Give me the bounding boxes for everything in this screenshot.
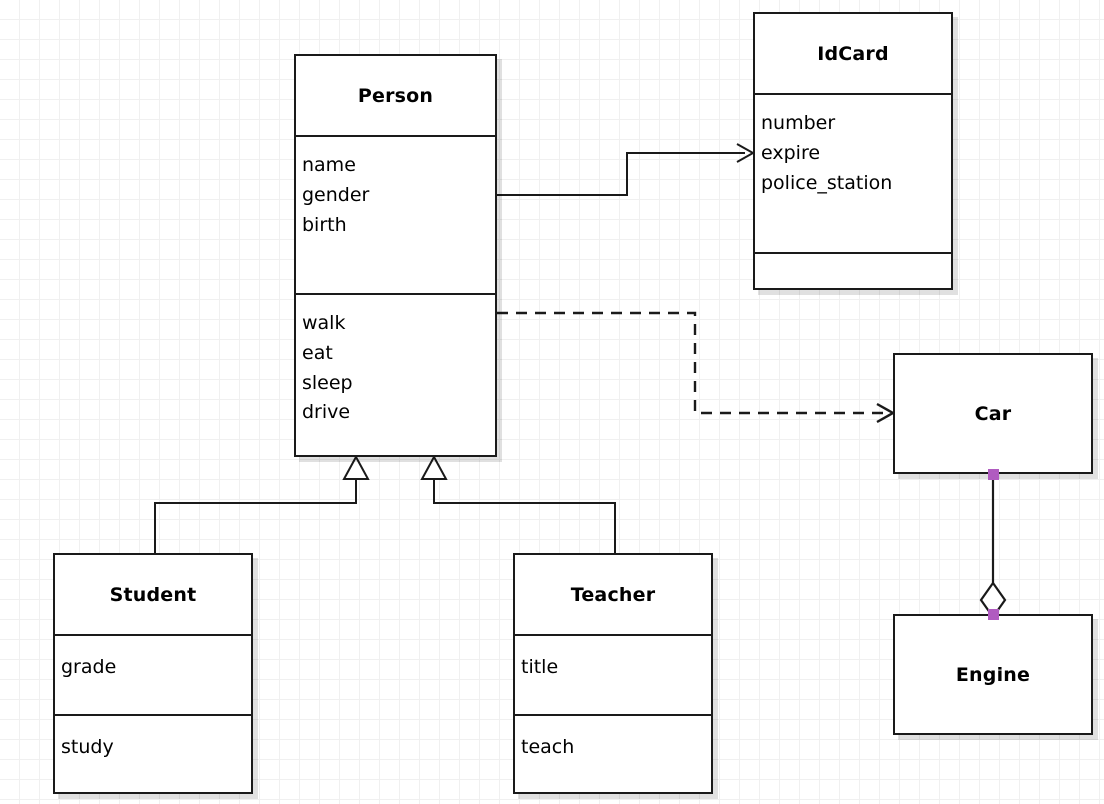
class-name-engine: Engine bbox=[955, 663, 1031, 686]
class-name-compartment-engine: Engine bbox=[895, 616, 1091, 733]
attribute-row: title bbox=[521, 656, 559, 678]
edge-teacher-person-generalization[interactable] bbox=[420, 454, 616, 553]
class-box-person[interactable]: Person name gender birth walk eat sleep … bbox=[294, 54, 497, 457]
attribute-row: police_station bbox=[761, 171, 893, 194]
attribute-row: gender bbox=[302, 183, 370, 206]
class-name-teacher: Teacher bbox=[570, 583, 656, 606]
operation-row: drive bbox=[302, 401, 351, 424]
attribute-row: number bbox=[761, 112, 836, 134]
attributes-compartment-idcard: number expire police_station bbox=[755, 93, 951, 252]
attribute-row: birth bbox=[302, 213, 347, 236]
attributes-compartment-student: grade bbox=[55, 634, 251, 714]
class-name-person: Person bbox=[357, 84, 434, 107]
edge-person-idcard-association[interactable] bbox=[497, 143, 756, 196]
operation-row: study bbox=[61, 736, 114, 758]
operations-compartment-idcard bbox=[755, 252, 951, 288]
operation-row: eat bbox=[302, 341, 333, 364]
operations-compartment-student: study bbox=[55, 714, 251, 792]
class-name-compartment-teacher: Teacher bbox=[515, 555, 711, 634]
attributes-compartment-teacher: title bbox=[515, 634, 711, 714]
class-name-compartment-idcard: IdCard bbox=[755, 14, 951, 93]
operations-compartment-person: walk eat sleep drive bbox=[296, 293, 495, 455]
operation-row: teach bbox=[521, 736, 575, 758]
class-box-teacher[interactable]: Teacher title teach bbox=[513, 553, 713, 794]
class-box-car[interactable]: Car bbox=[893, 353, 1093, 474]
edge-car-engine-aggregation[interactable] bbox=[979, 474, 1007, 619]
attribute-row: name bbox=[302, 154, 356, 176]
class-box-engine[interactable]: Engine bbox=[893, 614, 1093, 735]
operation-row: sleep bbox=[302, 371, 353, 394]
class-box-idcard[interactable]: IdCard number expire police_station bbox=[753, 12, 953, 290]
operation-row: walk bbox=[302, 312, 346, 334]
class-name-compartment-student: Student bbox=[55, 555, 251, 634]
attribute-row: grade bbox=[61, 656, 117, 678]
class-name-compartment-car: Car bbox=[895, 355, 1091, 472]
attributes-compartment-person: name gender birth bbox=[296, 135, 495, 293]
attribute-row: expire bbox=[761, 141, 821, 164]
class-box-student[interactable]: Student grade study bbox=[53, 553, 253, 794]
edge-student-person-generalization[interactable] bbox=[154, 454, 370, 553]
edge-person-car-dependency[interactable] bbox=[497, 311, 896, 424]
edge-endpoint-handle-car[interactable] bbox=[988, 469, 999, 480]
class-name-idcard: IdCard bbox=[817, 42, 889, 65]
operations-compartment-teacher: teach bbox=[515, 714, 711, 792]
class-name-compartment-person: Person bbox=[296, 56, 495, 135]
class-name-car: Car bbox=[974, 402, 1012, 425]
class-name-student: Student bbox=[109, 583, 197, 606]
edge-endpoint-handle-engine[interactable] bbox=[988, 609, 999, 620]
